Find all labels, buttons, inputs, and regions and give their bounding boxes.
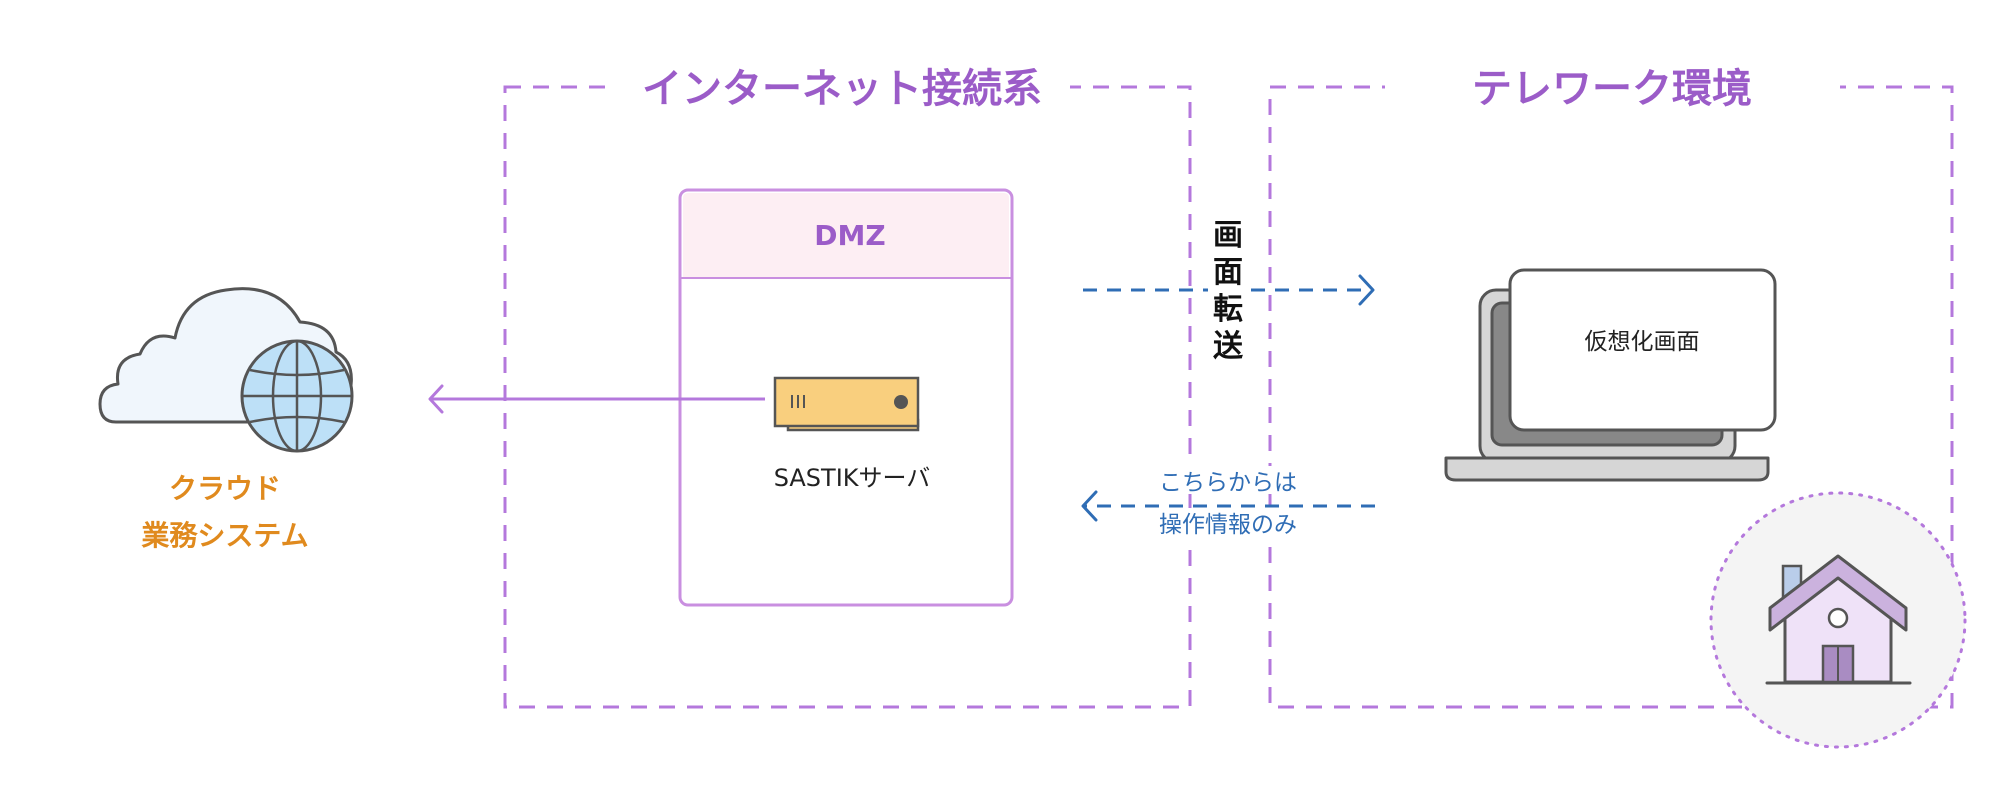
operation-info-bg-2 [1140, 508, 1315, 538]
globe-icon [240, 339, 354, 453]
screen-transfer-char-1: 画 [1213, 218, 1243, 253]
cloud-label-line2: 業務システム [141, 519, 308, 552]
screen-transfer-char-2: 面 [1213, 255, 1243, 290]
screen-transfer-label-bg [1208, 215, 1248, 365]
operation-info-arrowhead [1081, 490, 1098, 522]
screen-transfer-char-3: 転 [1213, 292, 1243, 327]
home-icon [1709, 491, 1967, 749]
internet-zone: インターネット接続系 [503, 62, 1192, 709]
operation-info-line2: 操作情報のみ [1159, 512, 1297, 538]
operation-info-bg-1 [1140, 466, 1315, 494]
server-to-cloud-arrow [428, 384, 765, 414]
laptop-base [1444, 456, 1770, 482]
server-icon [773, 376, 920, 432]
globe-parallel-north [249, 368, 345, 377]
home-window [1827, 607, 1849, 629]
telework-zone: テレワーク環境 [1268, 62, 1954, 709]
virtual-screen-label: 仮想化画面 [1585, 329, 1700, 355]
screen-transfer-char-4: 送 [1213, 329, 1243, 364]
laptop-icon [1444, 268, 1777, 482]
globe-parallel-south [249, 415, 345, 424]
telework-zone-title-bg [1385, 62, 1840, 112]
server-power-light [894, 395, 908, 409]
server-to-cloud-arrowhead [428, 384, 444, 414]
virtual-screen-window [1508, 268, 1777, 432]
telework-zone-title: テレワーク環境 [1472, 66, 1752, 112]
dmz-label: DMZ [814, 219, 885, 252]
operation-info-line1: こちらからは [1159, 470, 1297, 496]
internet-zone-title: インターネット接続系 [642, 66, 1042, 112]
screen-transfer-arrowhead [1358, 274, 1375, 306]
home-roof [1768, 554, 1908, 632]
dmz-header-bg [683, 193, 1009, 278]
operation-info-arrow [1081, 490, 1375, 522]
internet-zone-title-bg [615, 62, 1070, 112]
server-label: SASTIKサーバ [774, 464, 931, 492]
cloud-label-line1: クラウド [169, 472, 281, 505]
